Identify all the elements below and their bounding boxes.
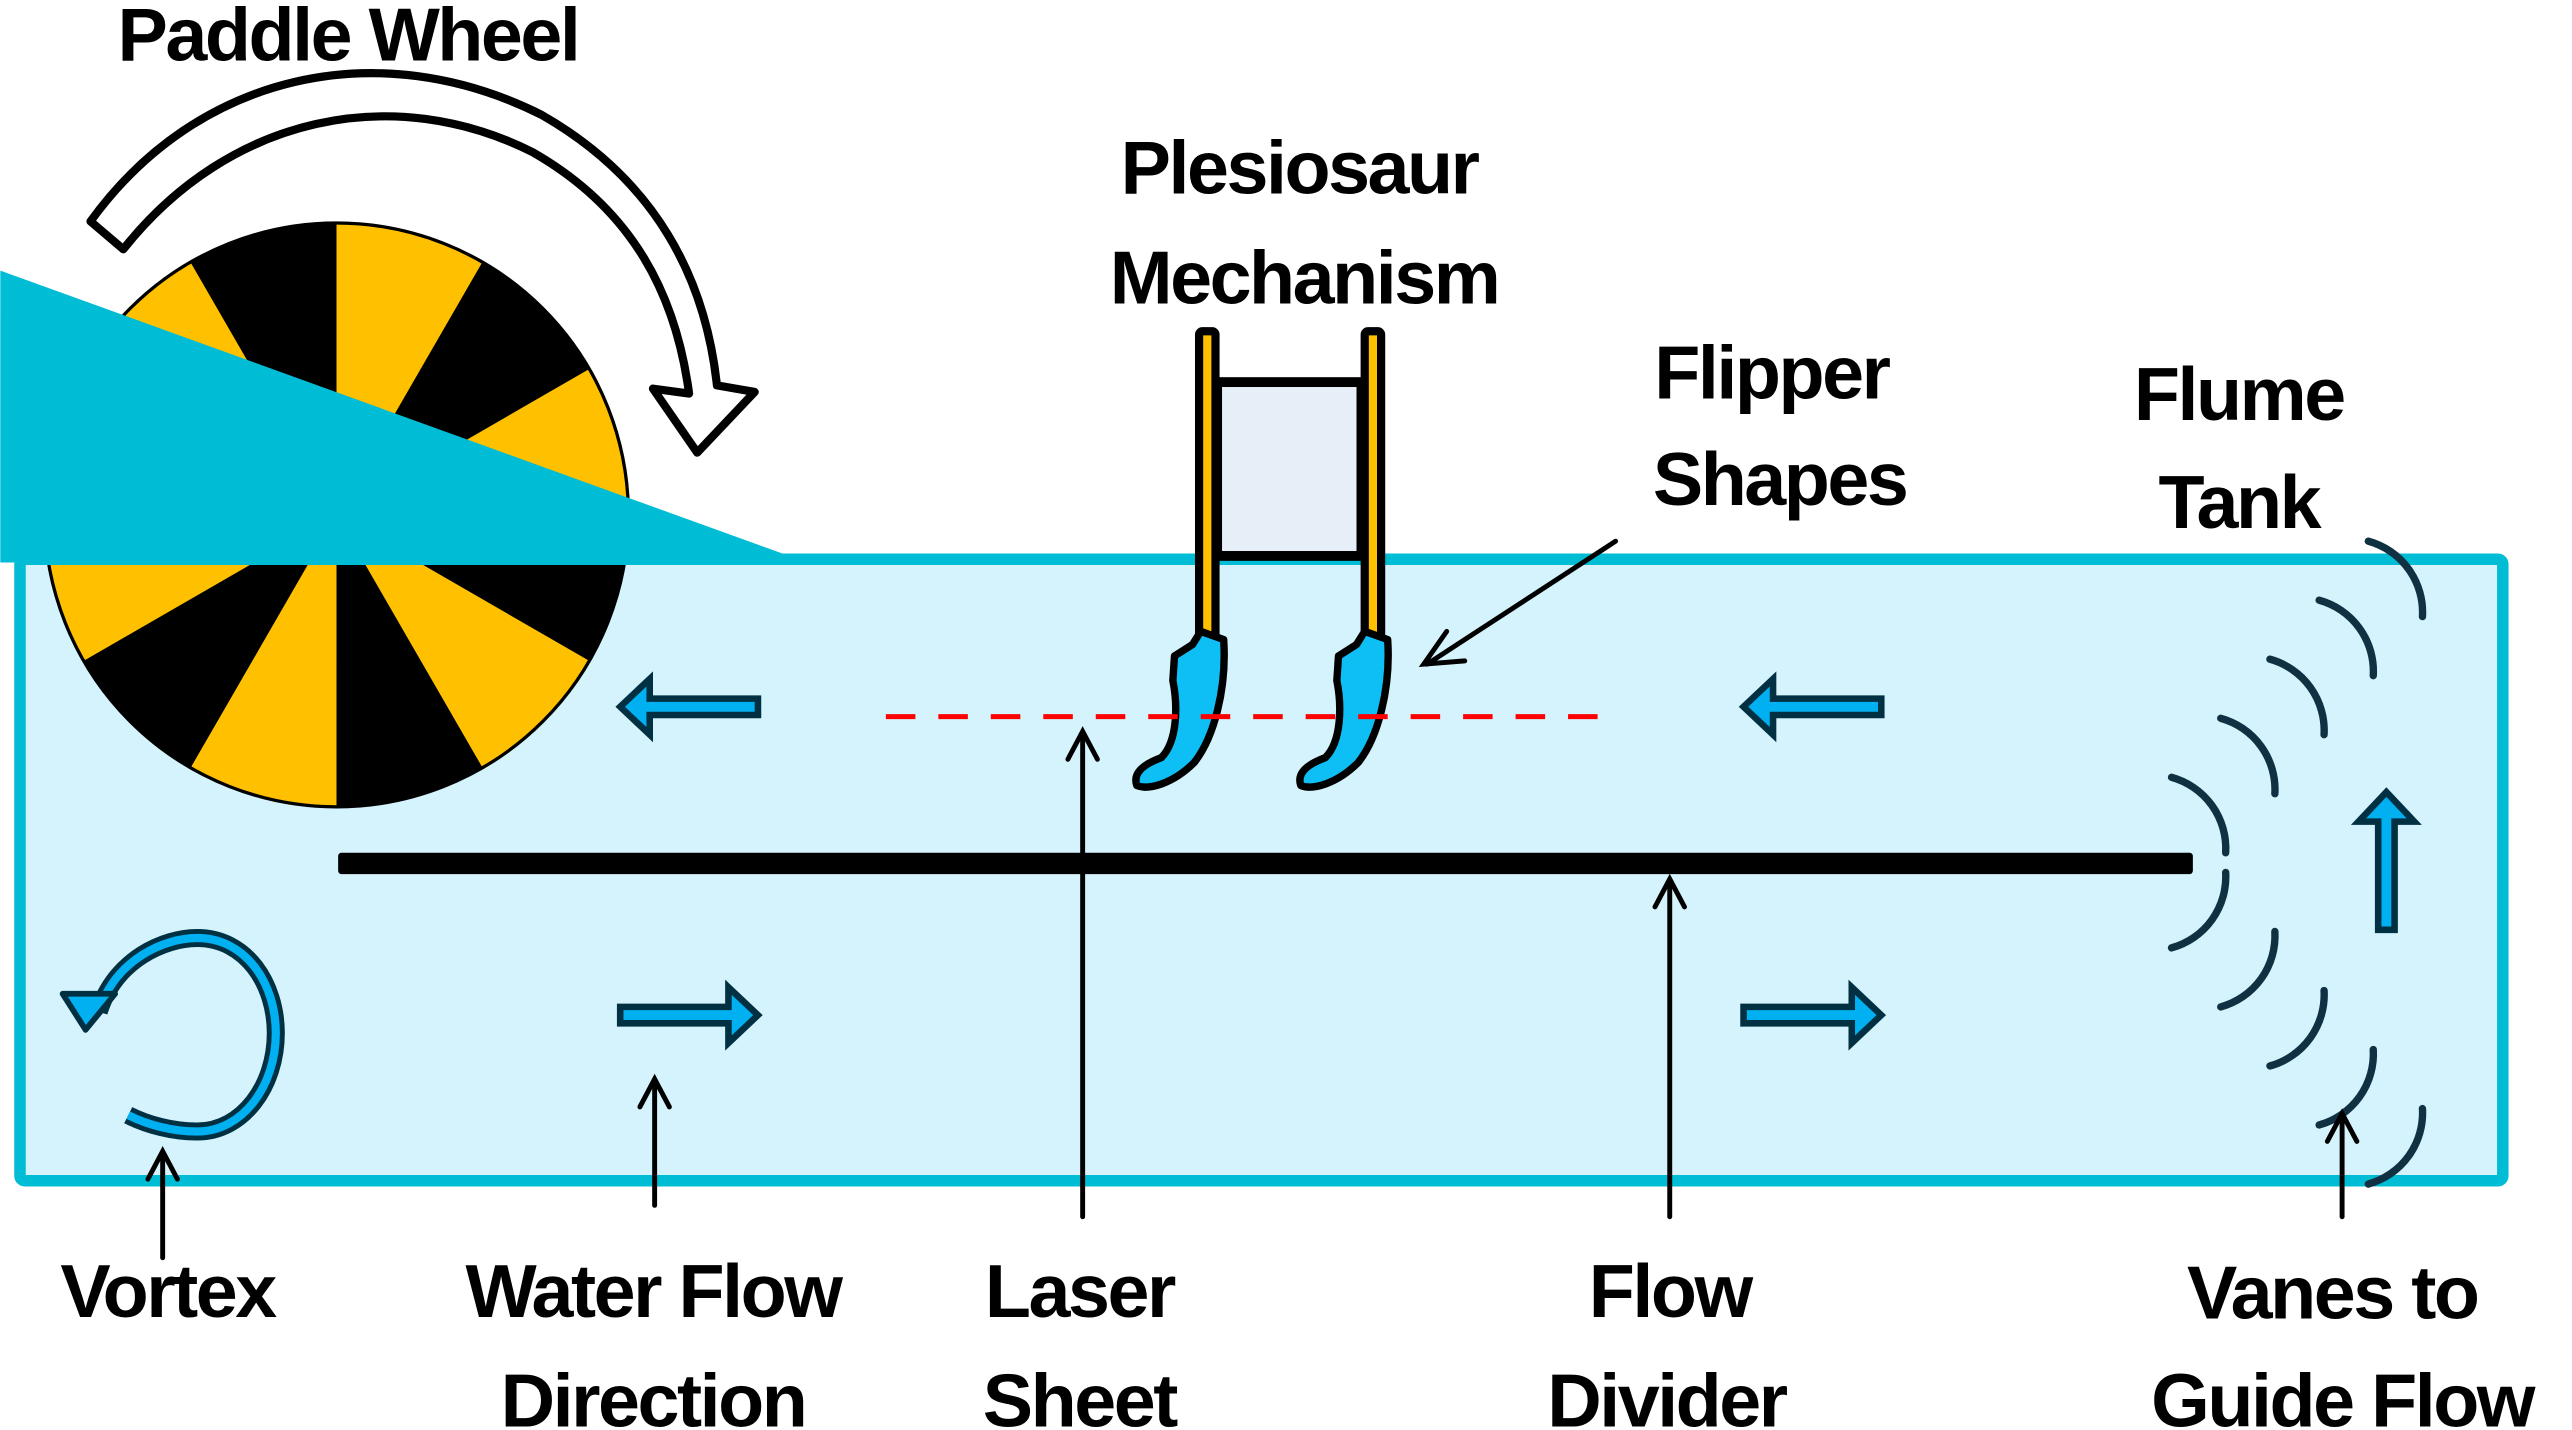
pointer-flow-divider bbox=[1652, 873, 1687, 1220]
label-plesiosaur-line1: Plesiosaur bbox=[1121, 126, 1480, 210]
flow-arrow-up-icon bbox=[2350, 787, 2422, 934]
vane bbox=[2266, 986, 2328, 1070]
pointer-vortex bbox=[145, 1145, 180, 1261]
guide-vanes bbox=[2167, 537, 2427, 1188]
wheel-spoke bbox=[336, 514, 501, 807]
pointer-laser-sheet bbox=[1065, 726, 1100, 1220]
vane bbox=[2167, 868, 2230, 952]
plesiosaur-mechanism bbox=[1194, 327, 1386, 647]
label-vortex: Vortex bbox=[60, 1249, 277, 1333]
label-paddle-wheel: Paddle Wheel bbox=[118, 0, 579, 77]
vane bbox=[2266, 655, 2328, 739]
flow-arrow-right-icon bbox=[616, 979, 763, 1051]
label-divider-line2: Divider bbox=[1547, 1359, 1788, 1430]
flow-arrow-left-icon bbox=[1738, 671, 1885, 743]
flow-arrow-left-icon bbox=[615, 671, 762, 743]
vane bbox=[2364, 537, 2427, 621]
label-water-flow-line1: Water Flow bbox=[466, 1249, 844, 1333]
label-flipper-line1: Flipper bbox=[1654, 330, 1890, 414]
label-flume-line1: Flume bbox=[2134, 352, 2344, 436]
pointer-flipper-shapes bbox=[1418, 538, 1619, 668]
label-laser-line2: Sheet bbox=[983, 1359, 1178, 1430]
wheel-spoke bbox=[172, 514, 337, 807]
vane bbox=[2315, 1045, 2378, 1129]
pointer-vanes bbox=[2324, 1108, 2360, 1220]
pointer-water-flow bbox=[637, 1073, 672, 1208]
label-laser-line1: Laser bbox=[985, 1249, 1176, 1333]
label-vanes-line1: Vanes to bbox=[2187, 1250, 2478, 1334]
label-flipper-line2: Shapes bbox=[1653, 437, 1907, 521]
flow-arrow-right-icon bbox=[1740, 979, 1887, 1051]
rotation-arrow-icon bbox=[86, 69, 759, 457]
flow-divider bbox=[338, 852, 2193, 875]
label-plesiosaur-line2: Mechanism bbox=[1110, 235, 1499, 319]
vane bbox=[2167, 773, 2230, 857]
vane bbox=[2364, 1104, 2427, 1188]
label-divider-line1: Flow bbox=[1589, 1249, 1754, 1333]
label-flume-line2: Tank bbox=[2158, 460, 2322, 544]
vane bbox=[2217, 927, 2279, 1011]
vane bbox=[2217, 714, 2279, 798]
label-vanes-line2: Guide Flow bbox=[2151, 1359, 2536, 1430]
vane bbox=[2315, 596, 2378, 680]
vortex-icon bbox=[59, 929, 285, 1141]
label-water-flow-line2: Direction bbox=[501, 1359, 806, 1430]
